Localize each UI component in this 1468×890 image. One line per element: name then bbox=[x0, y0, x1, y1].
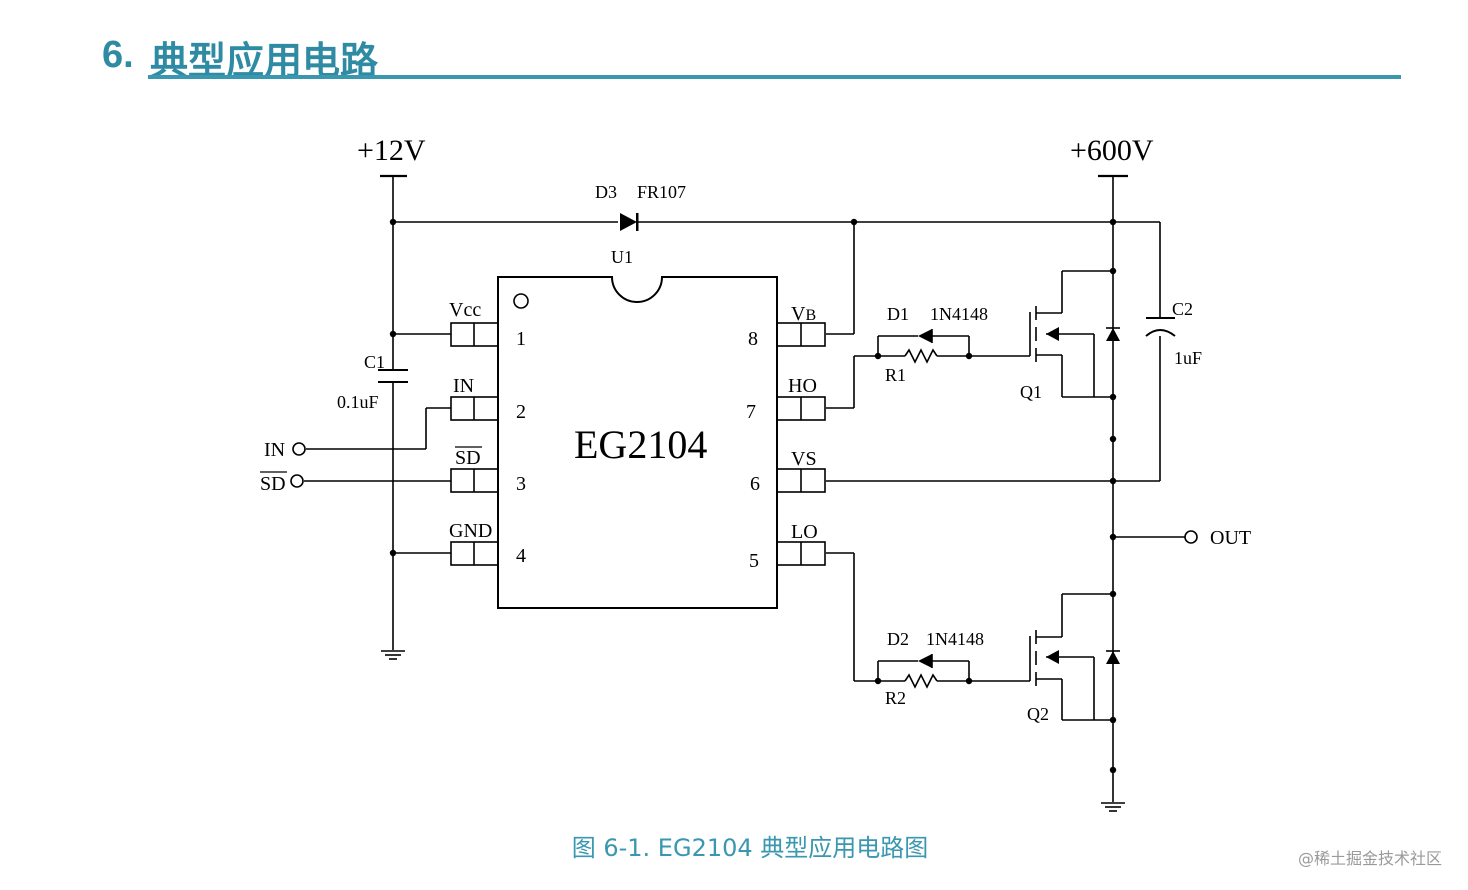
c2-ref: C2 bbox=[1172, 299, 1193, 319]
q2-ref: Q2 bbox=[1027, 704, 1049, 724]
d1-part: 1N4148 bbox=[930, 304, 988, 324]
pin-num-5: 5 bbox=[749, 550, 759, 572]
pin-num-4: 4 bbox=[516, 545, 526, 567]
pin-label-vcc: Vcc bbox=[449, 299, 481, 321]
d3-ref: D3 bbox=[595, 182, 617, 202]
chip-ref: U1 bbox=[611, 247, 633, 267]
input-sd-label: SD bbox=[260, 473, 286, 495]
pin-num-1: 1 bbox=[516, 328, 526, 350]
q1-ref: Q1 bbox=[1020, 382, 1042, 402]
r1-ref: R1 bbox=[885, 365, 906, 385]
pin-label-in: IN bbox=[453, 375, 474, 397]
pin-num-2: 2 bbox=[516, 401, 526, 423]
pin-label-vb: VB bbox=[791, 303, 816, 325]
d2-ref: D2 bbox=[887, 629, 909, 649]
pin-num-3: 3 bbox=[516, 473, 526, 495]
chip-name: EG2104 bbox=[574, 422, 707, 467]
figure-caption: 图 6-1. EG2104 典型应用电路图 bbox=[571, 834, 929, 862]
pin-label-ho: HO bbox=[788, 375, 817, 397]
pin-label-vb-sub: B bbox=[805, 307, 816, 324]
supply-12v-label: +12V bbox=[357, 134, 426, 167]
r2-ref: R2 bbox=[885, 688, 906, 708]
d2-part: 1N4148 bbox=[926, 629, 984, 649]
heading-underline bbox=[148, 75, 1401, 79]
c1-value: 0.1uF bbox=[337, 392, 379, 412]
d3-diode-icon bbox=[620, 213, 637, 231]
pin-label-vs: VS bbox=[791, 448, 817, 470]
supply-600v-label: +600V bbox=[1070, 134, 1154, 167]
pin-num-8: 8 bbox=[748, 328, 758, 350]
input-in-label: IN bbox=[264, 439, 285, 461]
pin-label-gnd: GND bbox=[449, 520, 492, 542]
pin-num-7: 7 bbox=[746, 401, 756, 423]
d3-part: FR107 bbox=[637, 182, 686, 202]
output-label: OUT bbox=[1210, 527, 1251, 549]
section-number: 6. bbox=[102, 34, 134, 76]
watermark: @稀土掘金技术社区 bbox=[1297, 849, 1442, 868]
d1-ref: D1 bbox=[887, 304, 909, 324]
pin-label-lo: LO bbox=[791, 521, 818, 543]
c2-value: 1uF bbox=[1174, 348, 1202, 368]
c1-ref: C1 bbox=[364, 352, 385, 372]
pin-label-vb-main: V bbox=[791, 303, 806, 325]
pin-label-sd: SD bbox=[455, 447, 481, 469]
pin-num-6: 6 bbox=[750, 473, 760, 495]
